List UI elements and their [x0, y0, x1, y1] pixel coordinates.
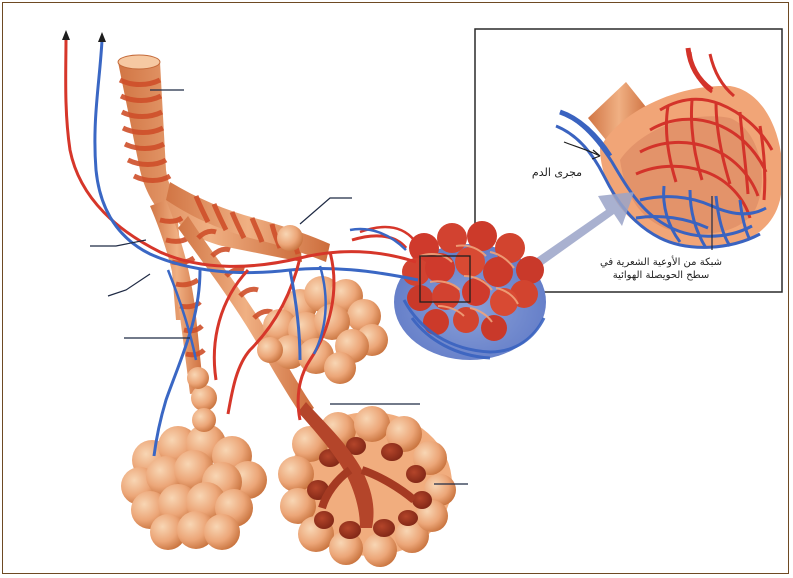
- alveolar-cluster-section: [278, 402, 456, 567]
- alveolar-cluster-capillary: [394, 221, 546, 360]
- blood-flow-label: مجرى الدم: [511, 166, 603, 179]
- up-arrow-icon: [62, 30, 70, 40]
- alveolar-cluster-left: [121, 408, 267, 550]
- up-arrow-icon: [98, 32, 106, 42]
- capillary-network-label: شبكة من الأوعية الشعرية في سطح الحويصلة …: [598, 256, 724, 282]
- capillary-network-label-line1: شبكة من الأوعية الشعرية في: [598, 256, 724, 269]
- capillary-network-label-line2: سطح الحويصلة الهوائية: [598, 269, 724, 282]
